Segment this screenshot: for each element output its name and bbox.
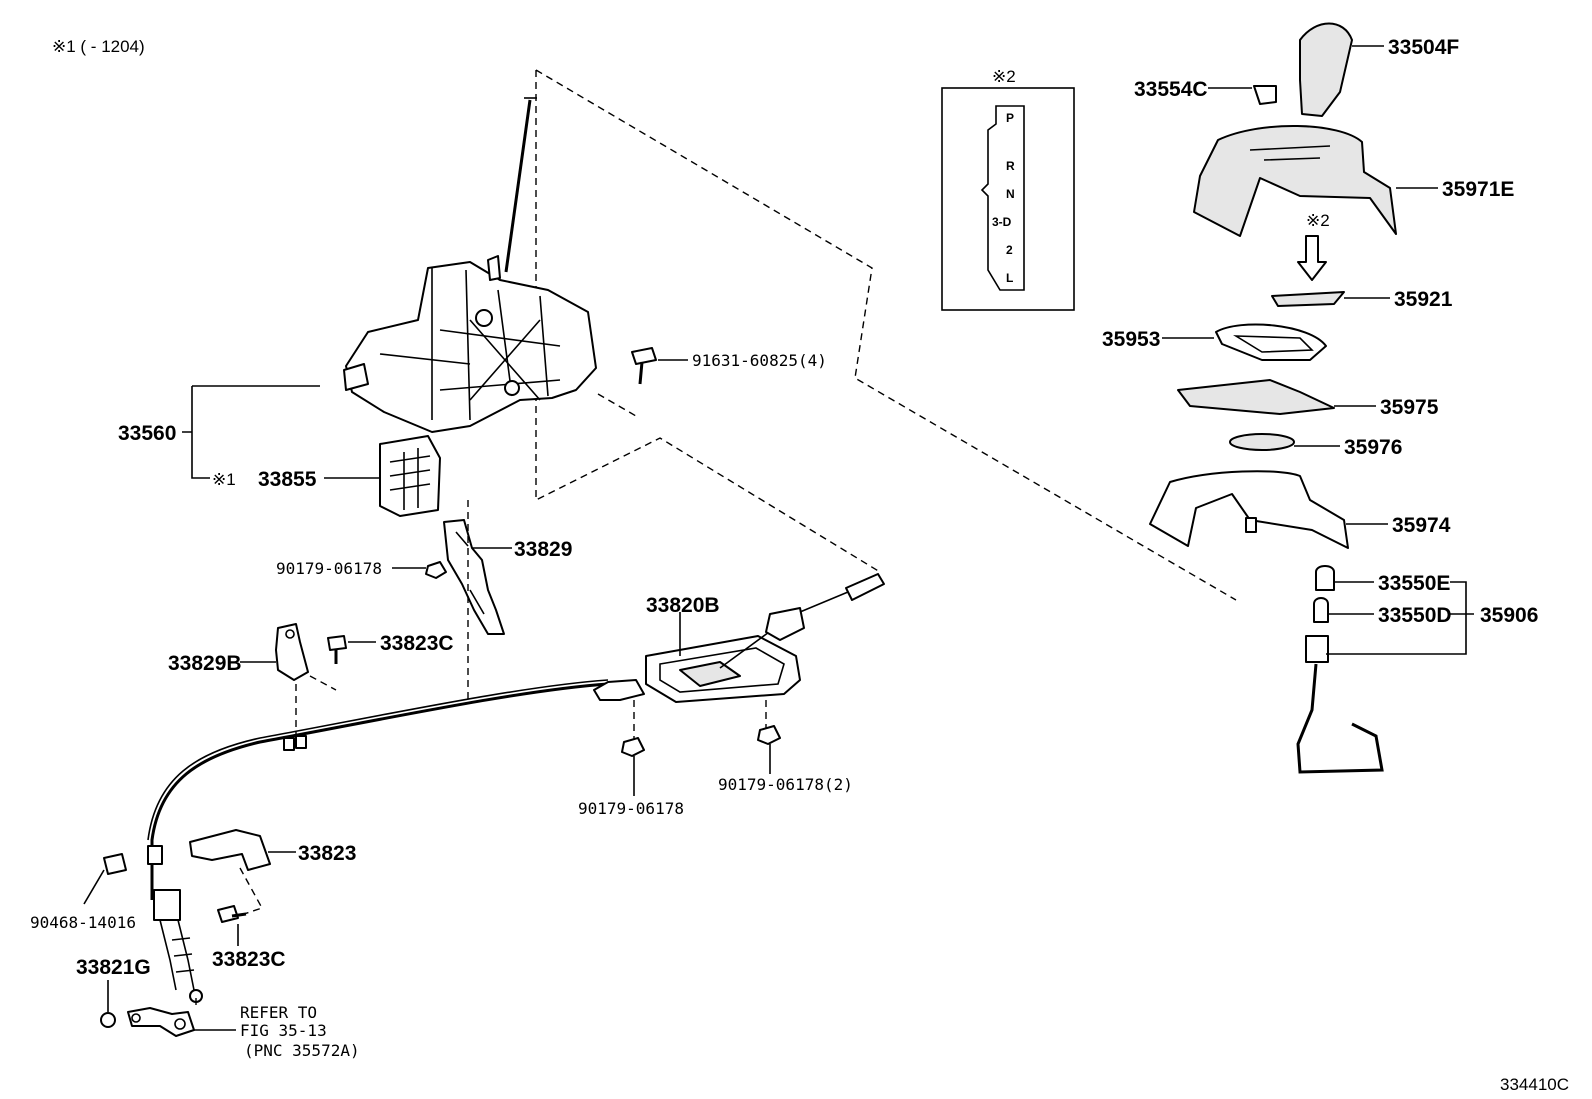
nut-90179-upper [425,561,447,579]
label-33823C-b: 33823C [212,948,286,971]
label-33560: 33560 [118,422,176,445]
refer-line-2: FIG 35-13 [240,1021,327,1040]
label-33829: 33829 [514,538,572,561]
bolt-91631 [631,347,657,385]
gate-positions: P R N 3-D 2 L [992,111,1015,285]
label-33823: 33823 [298,842,356,865]
bracket-33829 [443,519,505,635]
label-90179-06178-a: 90179-06178 [276,559,382,578]
label-33823C-a: 33823C [380,632,454,655]
label-35976: 35976 [1344,436,1402,459]
bulb-33550E [1315,565,1335,591]
shift-cable [147,679,645,1003]
label-33855-note: ※1 [212,470,236,489]
clip-90468 [103,853,127,875]
label-35906: 35906 [1480,604,1538,627]
refer-line-3: (PNC 35572A) [244,1041,360,1060]
arrow-note: ※2 [1306,211,1330,230]
applicability-note: ※1 ( - 1204) [52,37,145,56]
gate-pos-3d: 3-D [992,215,1012,229]
slide-plate-35976 [1229,433,1295,451]
gate-pos-r: R [1006,159,1015,173]
clamp-33829B [275,623,309,681]
label-35975: 35975 [1380,396,1439,419]
dust-cover-35975 [1177,379,1335,415]
refer-line-1: REFER TO [240,1003,317,1022]
figure-id: 334410C [1500,1075,1569,1094]
down-arrow-icon [1297,235,1327,281]
gate-box-title: ※2 [992,67,1016,86]
shift-bezel-35971E [1193,124,1397,237]
assembly-outline [535,69,1237,601]
gate-pos-2: 2 [1006,243,1013,257]
lower-cover-35974 [1149,470,1349,549]
bulb-33550D [1313,597,1329,623]
bolt-33823C-lower [217,905,247,923]
label-35974: 35974 [1392,514,1451,537]
nut-90179-lower [621,737,645,757]
connector-33855 [379,435,441,517]
shift-knob-33504F [1299,22,1353,117]
gate-pos-n: N [1006,187,1015,201]
gate-pos-l: L [1006,271,1013,285]
nut-90179-pair [757,725,781,745]
button-33554C [1253,85,1277,105]
bracket-33823 [189,829,271,871]
indicator-plate-35921 [1271,291,1345,307]
gate-pos-p: P [1006,111,1014,125]
label-33550D: 33550D [1378,604,1452,627]
label-33829B: 33829B [168,652,242,675]
gate-indicator-box [941,87,1075,311]
label-35971E: 35971E [1442,178,1514,201]
grommet-33821G [100,1012,116,1028]
gate-frame-35953 [1215,323,1327,361]
shift-lever-assembly [343,97,597,433]
transmission-link [127,1007,195,1037]
gate-slot-outline [980,105,1025,291]
label-91631-60825: 91631-60825(4) [692,351,827,370]
label-33820B: 33820B [646,594,720,617]
label-33855: 33855 [258,468,317,491]
label-90179-06178-b: 90179-06178 [578,799,684,818]
label-33550E: 33550E [1378,572,1450,595]
bolt-33823C-upper [327,635,347,664]
label-90468-14016: 90468-14016 [30,913,136,932]
bulb-socket-wire [1296,635,1384,774]
bolt-leader [597,393,637,417]
cable-plate-33820B [645,573,885,703]
label-33821G: 33821G [76,956,151,979]
label-33504F: 33504F [1388,36,1459,59]
label-90179-06178-2: 90179-06178(2) [718,775,853,794]
label-35921: 35921 [1394,288,1453,311]
label-35953: 35953 [1102,328,1160,351]
label-33554C: 33554C [1134,78,1208,101]
